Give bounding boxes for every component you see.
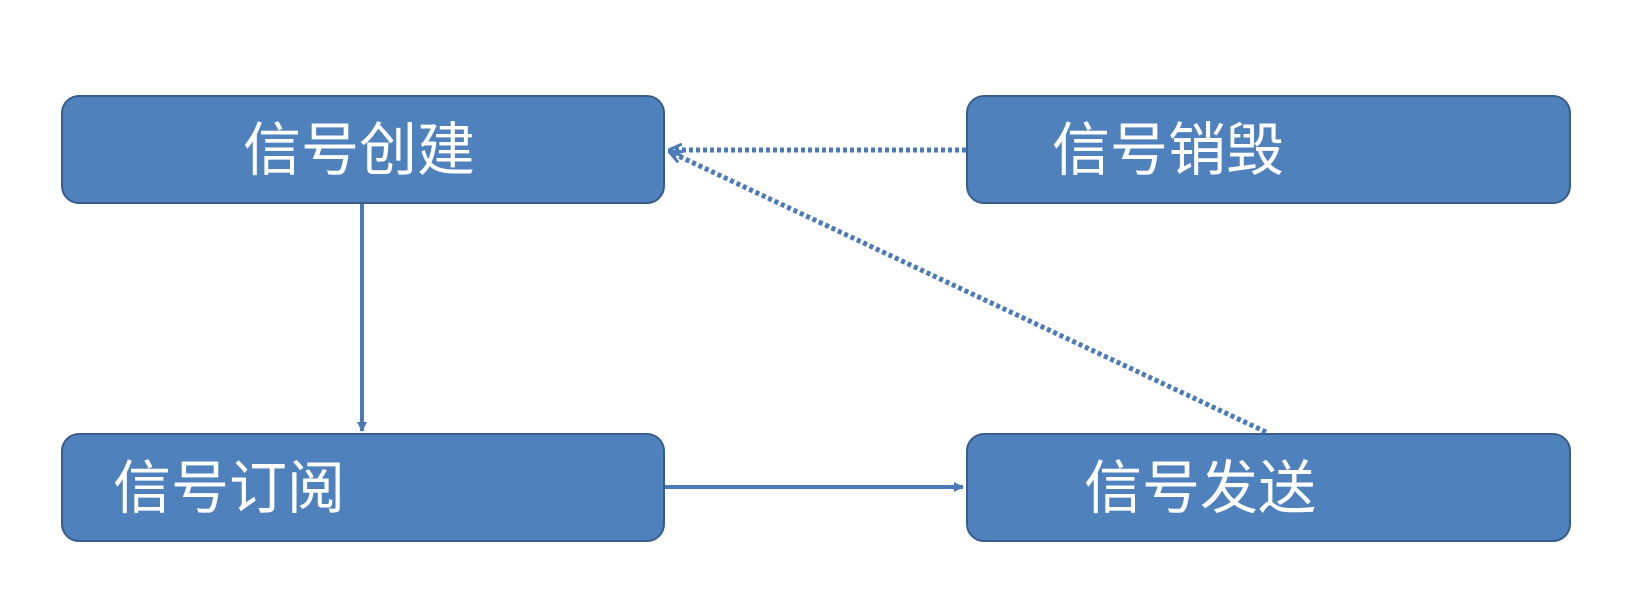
node-signal-send: 信号发送 bbox=[966, 433, 1571, 542]
node-signal-create: 信号创建 bbox=[61, 95, 665, 204]
node-signal-destroy-label: 信号销毁 bbox=[1052, 115, 1285, 184]
node-signal-send-label: 信号发送 bbox=[1084, 453, 1317, 522]
node-signal-create-label: 信号创建 bbox=[243, 115, 476, 184]
node-signal-subscribe: 信号订阅 bbox=[61, 433, 665, 542]
node-signal-subscribe-label: 信号订阅 bbox=[113, 453, 346, 522]
edge-send-to-create bbox=[670, 149, 1268, 435]
node-signal-destroy: 信号销毁 bbox=[966, 95, 1571, 204]
